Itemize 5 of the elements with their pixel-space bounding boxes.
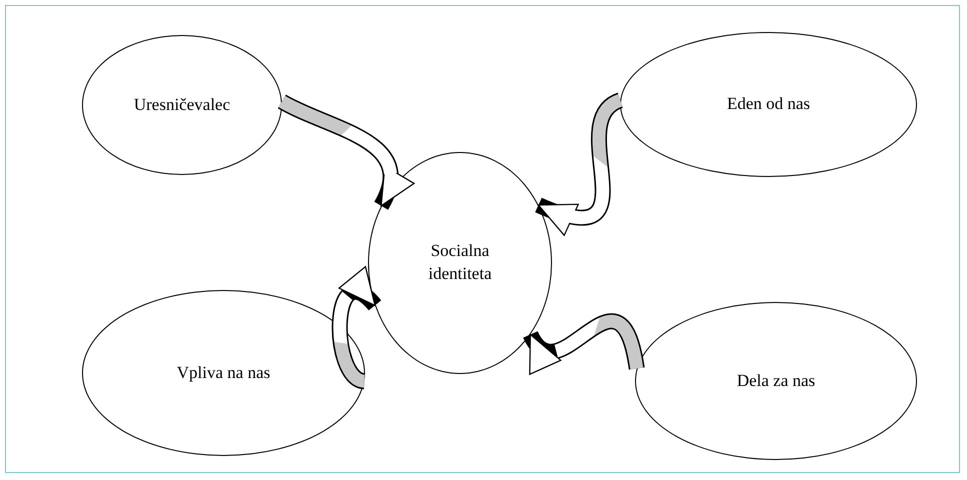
node-label: Eden od nas xyxy=(726,93,810,116)
node-label: Uresničevalec xyxy=(134,94,230,116)
node-label: Socialna identiteta xyxy=(427,240,493,285)
node-label: Vpliva na nas xyxy=(176,362,270,384)
node-label: Dela za nas xyxy=(736,370,816,392)
